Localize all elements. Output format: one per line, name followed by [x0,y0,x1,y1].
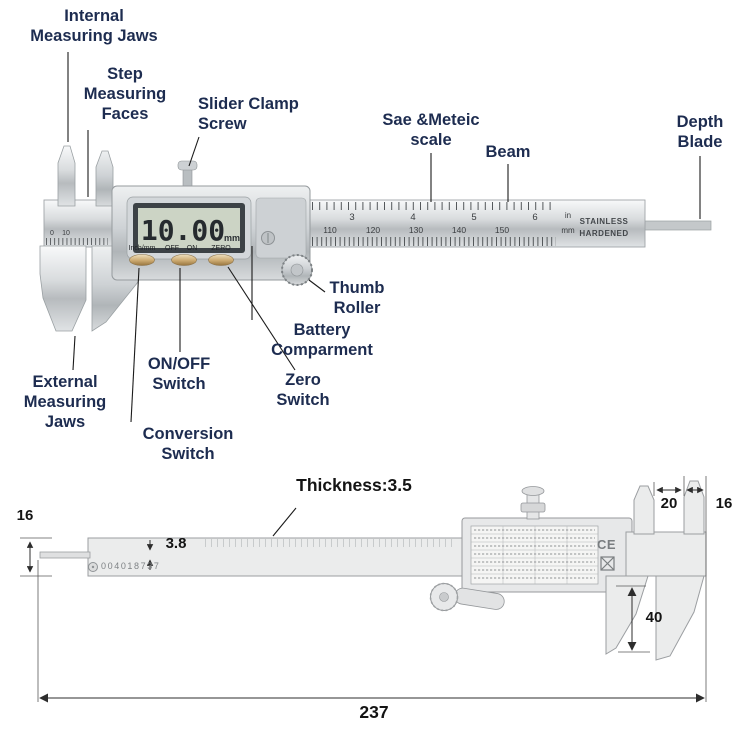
drawing-internal-jaw-outer [683,480,705,535]
conversion-button [129,254,155,266]
top-caliper-photo: 10.00 mm Inch/mm OFF ON ZERO 3 4 5 6 [39,145,712,332]
label-conversion-switch: Conversion Switch [142,425,234,464]
drawing-clamp-screw [520,486,546,520]
label-sae-metric-scale: Sae &Meteic scale [382,111,480,150]
clamp-screw [177,160,198,189]
dimension-lines [20,476,707,703]
button-label-off: OFF [165,245,179,252]
label-step-measuring-faces: Step Measuring Faces [83,65,167,124]
thumb-roller-shape [281,254,313,286]
drawing-thumb-roller [429,582,505,612]
internal-jaw-fixed [57,145,76,207]
drawing-head [625,531,707,577]
control-buttons: Inch/mm OFF ON ZERO [129,245,234,266]
external-jaw-fixed [39,245,87,332]
scale-mm-150: 150 [495,225,509,235]
on-off-button [171,254,197,266]
battery-compartment-cover [255,197,307,259]
scale-mm-120: 120 [366,225,380,235]
scale-inch-6: 6 [532,212,537,223]
lcd-display: 10.00 mm [126,196,252,260]
beam-scale: 3 4 5 6 110 120 130 140 150 in mm 0 10 S… [46,202,629,246]
scale-inch-3: 3 [349,212,354,223]
zero-button [208,254,234,266]
leader-lines [67,52,701,537]
beam-print-1: STAINLESS [580,217,629,226]
bottom-drawing [39,480,707,661]
scale-inch-4: 4 [410,212,415,223]
label-depth-blade: Depth Blade [676,113,724,152]
scale-mm-110: 110 [323,225,337,235]
dim-tip-width: 16 [715,495,733,512]
label-beam: Beam [485,143,531,161]
dim-blade-thickness: 3.8 [165,535,187,552]
dim-overall-length: 237 [359,702,389,722]
label-thickness: Thickness:3.5 [296,475,412,495]
button-label-on: ON [187,245,198,252]
serial-number: 004018737 [101,561,161,571]
dim-jaw-width: 20 [660,495,678,512]
button-label-conversion: Inch/mm [129,245,156,252]
label-internal-measuring-jaws: Internal Measuring Jaws [30,7,158,46]
drawing-internal-jaw-inner [633,485,655,535]
drawing-external-jaw-slider [605,575,649,655]
scale-mm-130: 130 [409,225,423,235]
dim-beam-height: 16 [16,507,34,524]
spec-table [470,525,599,585]
lcd-value: 10.00 [141,214,225,247]
weee-bin-icon [600,556,615,571]
unit-in: in [565,211,571,220]
ce-mark: CE [597,537,617,552]
label-zero-switch: Zero Switch [276,371,330,410]
internal-jaw-slider [95,150,114,207]
beam-print-2: HARDENED [579,229,628,238]
scale-mm-140: 140 [452,225,466,235]
drawing-external-jaw-fixed [655,575,705,661]
lcd-unit: mm [224,233,240,243]
label-battery-compartment: Battery Comparment [271,321,373,360]
depth-blade-shape [644,220,712,231]
origin-0: 0 [50,230,54,237]
unit-mm: mm [561,226,575,235]
button-label-zero: ZERO [211,245,231,252]
drawing-depth-blade [39,551,91,559]
label-slider-clamp-screw: Slider Clamp Screw [198,95,299,134]
origin-10: 10 [62,230,70,237]
label-thumb-roller: Thumb Roller [329,279,385,318]
dim-jaw-length: 40 [645,609,663,626]
label-on-off-switch: ON/OFF Switch [147,355,211,394]
scale-inch-5: 5 [471,212,476,223]
label-external-measuring-jaws: External Measuring Jaws [23,373,107,432]
